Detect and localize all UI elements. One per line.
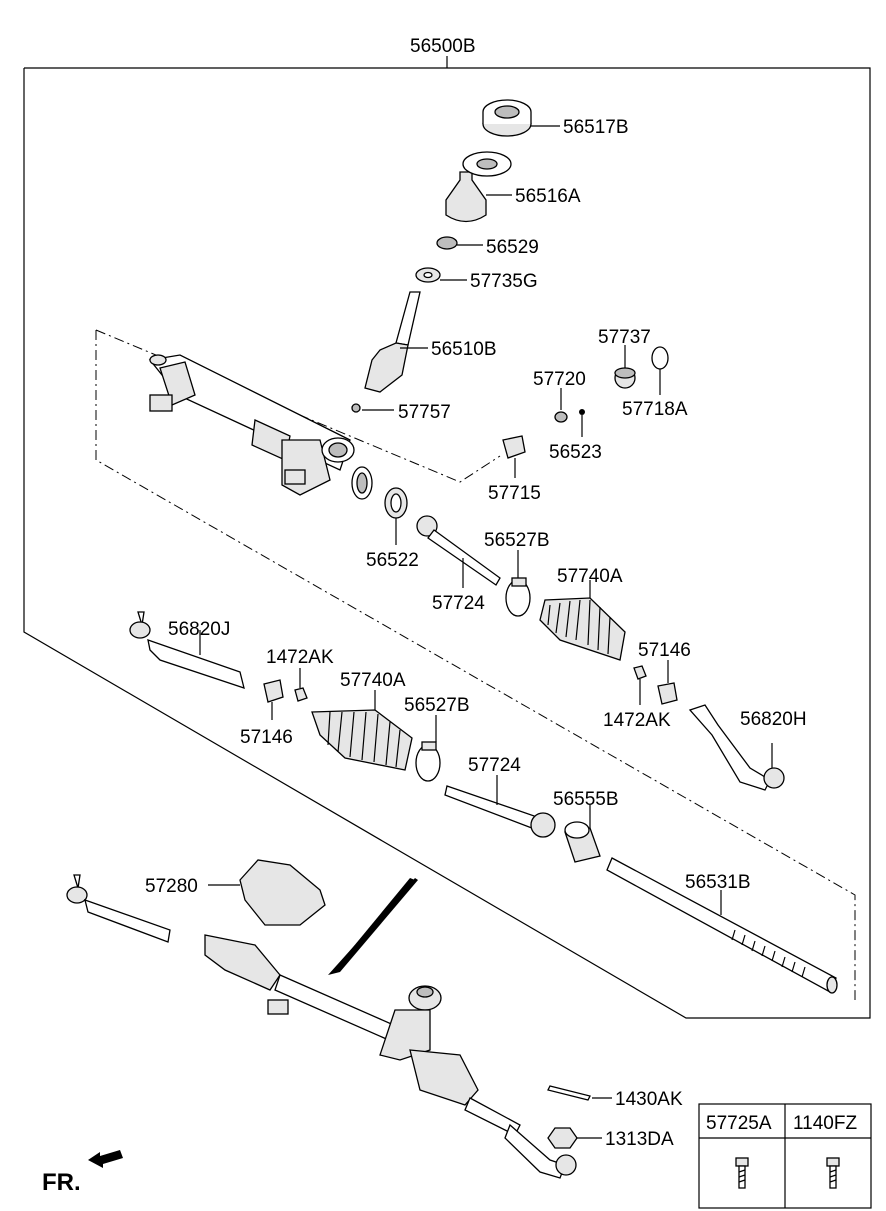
label-57720: 57720 [533,369,586,390]
part-57740A-right: 57740A [539,566,626,661]
assembled-steering-gear [66,874,577,1179]
fastener-legend-table: 57725A 1140FZ [698,1103,872,1209]
legend-header-col1: 57725A [706,1113,772,1134]
label-1430AK: 1430AK [615,1089,683,1110]
label-57715: 57715 [488,483,541,504]
part-1472AK-left: 1472AK [266,647,334,702]
bolt-icon [735,1157,749,1189]
part-57757: 57757 [351,402,451,423]
part-57724-mid: 57724 [444,755,556,838]
label-56555B: 56555B [553,789,619,810]
label-57737: 57737 [598,327,651,348]
part-rack-housing [148,354,373,500]
part-56531B: 56531B [606,857,838,994]
assembly-label: 56500B [410,36,476,57]
label-57280: 57280 [145,876,198,897]
label-57740A-left: 57740A [340,670,406,691]
part-56529: 56529 [436,236,539,258]
label-1313DA: 1313DA [605,1129,674,1150]
legend-header-col2: 1140FZ [793,1113,857,1134]
label-1472AK-left: 1472AK [266,647,334,668]
part-1430AK: 1430AK [547,1085,683,1110]
label-56522: 56522 [366,550,419,571]
label-56527B-top: 56527B [484,530,550,551]
part-56555B: 56555B [553,789,619,863]
label-56820H: 56820H [740,709,807,730]
label-57724-top: 57724 [432,593,485,614]
part-57718A: 57718A [622,346,688,420]
part-56820J: 56820J [129,611,245,689]
part-1472AK-right: 1472AK [603,665,671,731]
label-56516A: 56516A [515,186,581,207]
assembly-boundary: 56500B [23,36,871,1019]
part-57724-top: 57724 [416,515,501,614]
label-56531B: 56531B [685,872,751,893]
part-57146-left: 57146 [240,679,293,748]
part-57737: 57737 [598,327,651,389]
label-57724-mid: 57724 [468,755,521,776]
part-56522: 56522 [366,487,419,571]
label-57718A: 57718A [622,399,688,420]
part-57280: 57280 [145,859,326,926]
part-57715: 57715 [488,435,541,504]
label-56527B-mid: 56527B [404,695,470,716]
label-57740A-right: 57740A [557,566,623,587]
label-57146-right: 57146 [638,640,691,661]
part-57146-right: 57146 [638,640,691,705]
label-57757: 57757 [398,402,451,423]
part-56527B-mid: 56527B [404,695,470,782]
label-56820J: 56820J [168,619,230,640]
part-56516A: 56516A [445,151,581,223]
part-57720: 57720 [533,369,586,423]
part-1313DA: 1313DA [547,1127,674,1150]
label-57735G: 57735G [470,271,538,292]
subassembly-boundary [95,330,856,1000]
label-1472AK-right: 1472AK [603,710,671,731]
bolt-icon [826,1157,840,1189]
part-57740A-left: 57740A [311,670,413,771]
fr-label: FR. [42,1169,81,1196]
label-56529: 56529 [486,237,539,258]
front-arrow-icon [88,1150,123,1168]
label-56510B: 56510B [431,339,497,360]
part-56523: 56523 [549,409,602,463]
label-57146-left: 57146 [240,727,293,748]
part-56517B: 56517B [482,99,629,138]
front-direction-indicator: FR. [42,1150,123,1196]
part-56510B: 56510B [364,291,497,393]
label-56517B: 56517B [563,117,629,138]
part-56820H: 56820H [688,704,807,791]
part-56527B-top: 56527B [484,530,550,617]
label-56523: 56523 [549,442,602,463]
part-57735G: 57735G [415,267,538,292]
